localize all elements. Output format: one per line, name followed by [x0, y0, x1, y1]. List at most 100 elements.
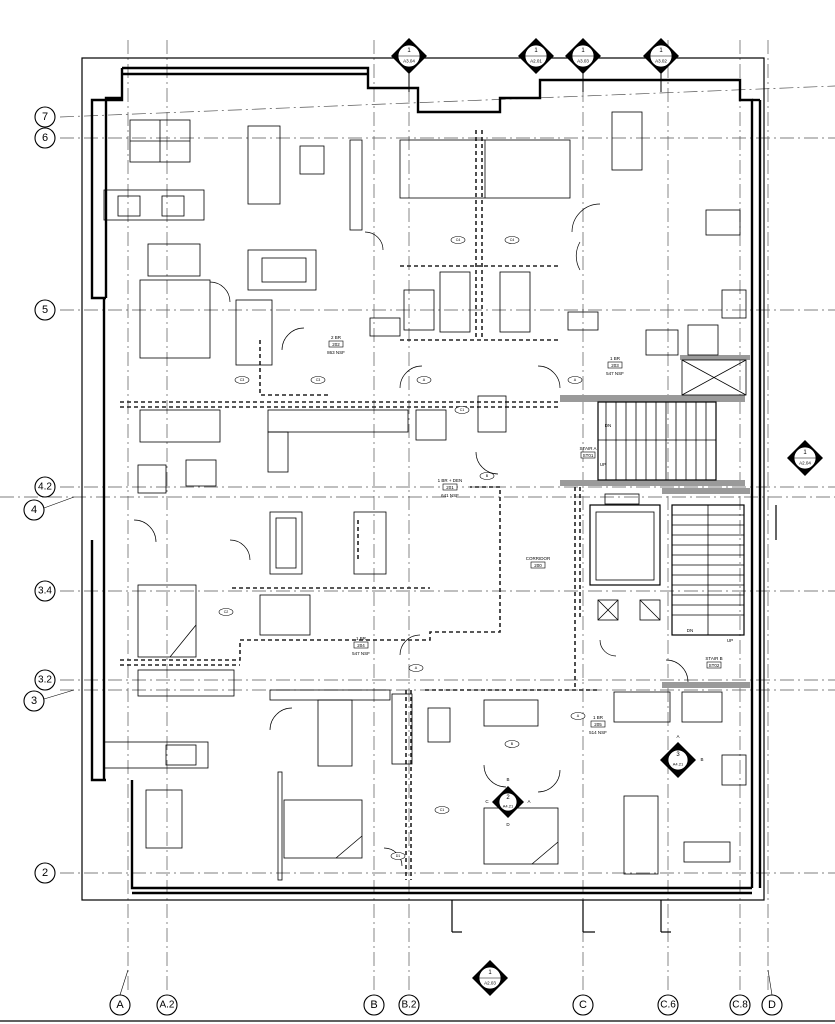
door-tag-c2: C2: [224, 610, 229, 614]
stair-b-up-label: UP: [727, 638, 733, 643]
section-a304-sheet: A3.04: [403, 59, 415, 64]
grid-row-label-3-4: 3.4: [38, 586, 52, 597]
door-tag-c3-2: C3: [316, 378, 321, 382]
room-number-stair-b: ST02: [709, 663, 720, 668]
section-marker-a203: 1 A2.03: [472, 960, 508, 996]
elevation-2-letter-d: D: [506, 822, 510, 827]
door-tag-a-4: A: [577, 714, 580, 718]
section-a203-number: 1: [488, 970, 492, 976]
elevation-3-letter-a: A: [676, 734, 679, 739]
grid-col-label-a: A: [116, 999, 124, 1011]
stair-b-dn-label: DN: [687, 628, 694, 633]
section-marker-a304: 1 A3.04: [391, 38, 427, 92]
row-grid-bubbles: 7 6 5 4.2 4 3.4 3.2 3 2: [23, 106, 75, 884]
elevator-core: [589, 493, 661, 621]
elevation-2-number: 2: [506, 795, 510, 801]
room-number-corridor: 200: [534, 563, 542, 568]
room-area-202: 863 NSF: [327, 350, 345, 355]
stair-a-up-label: UP: [600, 462, 606, 467]
grid-col-label-c: C: [579, 999, 587, 1011]
room-name-stair-a: STAIR A: [580, 446, 597, 451]
door-swings: [133, 203, 689, 867]
grid-col-label-b: B: [370, 999, 377, 1011]
section-a201-sheet: A2.01: [530, 59, 542, 64]
elevation-2-sheet: A4.21: [503, 804, 514, 809]
room-area-204: 547 NSF: [352, 651, 370, 656]
exterior-walls: [81, 57, 765, 901]
grid-row-label-4-2: 4.2: [38, 482, 52, 493]
door-tag-a-3: A: [415, 666, 418, 670]
door-tag-c3: C3: [240, 378, 245, 382]
door-tag-a: A: [423, 378, 426, 382]
room-name-203: 1 BR: [610, 356, 621, 361]
room-name-202: 2 BR: [331, 335, 342, 340]
elevation-2-letter-b: B: [506, 777, 509, 782]
elevation-3-letter-b: B: [700, 757, 703, 762]
door-tag-a-2: A: [574, 378, 577, 382]
grid-row-label-6: 6: [42, 132, 48, 144]
room-area-201: 641 NSF: [441, 493, 459, 498]
stair-a-dn-label: DN: [605, 423, 612, 428]
room-name-corridor: CORRIDOR: [526, 556, 551, 561]
section-a203-sheet: A2.03: [484, 981, 496, 986]
section-marker-a303: 1 A3.03: [565, 38, 601, 92]
grid-row-label-5: 5: [42, 304, 48, 316]
section-marker-a201: 1 A2.01: [518, 38, 554, 74]
grid-row-label-4: 4: [31, 504, 37, 516]
door-tags: A A B A A C1 C3 C3 C4 C4 C2 C1 D1 B: [218, 236, 586, 860]
section-a302-sheet: A3.02: [655, 59, 667, 64]
section-marker-a302: 1 A3.02: [643, 38, 679, 92]
room-number-203: 203: [611, 363, 619, 368]
grid-row-label-3: 3: [31, 695, 37, 707]
elevation-3-number: 3: [676, 752, 680, 758]
door-tag-b: B: [486, 474, 489, 478]
door-tag-c1-2: C1: [440, 808, 445, 812]
section-a201-number: 1: [534, 48, 538, 54]
grid-col-label-c8: C.8: [732, 1000, 748, 1011]
grid-col-label-a2: A.2: [159, 1000, 174, 1011]
section-markers: 1 A3.04 1 A2.01 1 A3.03 1 A3.02: [391, 38, 823, 996]
elevation-marker-2: 2 A4.21 B C A D: [485, 777, 530, 827]
room-area-205: 514 NSF: [589, 730, 607, 735]
room-number-202: 202: [332, 342, 340, 347]
grid-row-label-3-2: 3.2: [38, 675, 52, 686]
door-tag-d1: D1: [396, 854, 401, 858]
room-number-201: 201: [446, 485, 454, 490]
section-a303-number: 1: [581, 48, 585, 54]
elevation-3-sheet: A4.21: [673, 762, 684, 767]
room-number-205: 205: [594, 722, 602, 727]
room-name-stair-b: STAIR B: [705, 656, 722, 661]
room-name-205: 1 BR: [593, 715, 604, 720]
section-marker-a204: 1 A2.04: [787, 440, 823, 476]
room-number-204: 204: [357, 643, 365, 648]
section-a303-sheet: A3.03: [577, 59, 589, 64]
room-labels: 2 BR 202 863 NSF 1 BR 203 547 NSF 1 BR +…: [327, 335, 733, 735]
elevation-2-letter-a: A: [527, 799, 530, 804]
interior-fixtures: [103, 111, 747, 881]
section-a204-sheet: A2.04: [799, 461, 811, 466]
room-name-201: 1 BR + DEN: [438, 478, 463, 483]
stair-b: [662, 488, 750, 688]
section-a204-number: 1: [803, 450, 807, 456]
elevation-2-letter-c: C: [485, 799, 489, 804]
room-name-204: 1 BR: [356, 636, 367, 641]
grid-col-label-d: D: [768, 999, 776, 1011]
grid-col-label-c6: C.6: [660, 1000, 676, 1011]
grid-row-label-7: 7: [42, 111, 48, 123]
corridor-walls: [120, 130, 600, 880]
interior-elevation-markers: 2 A4.21 B C A D 3 A4.21 A B: [485, 734, 703, 827]
section-a302-number: 1: [659, 48, 663, 54]
column-grid-bubbles: A A.2 B B.2 C C.6 C.8 D: [109, 969, 783, 1016]
door-tag-c4: C4: [456, 238, 461, 242]
section-a304-number: 1: [407, 48, 411, 54]
door-tag-c4-2: C4: [510, 238, 515, 242]
elevation-marker-3: 3 A4.21 A B: [660, 734, 704, 778]
door-tag-c1: C1: [460, 408, 465, 412]
grid-row-label-2: 2: [42, 867, 48, 879]
room-number-stair-a: ST01: [583, 453, 594, 458]
grid-col-label-b2: B.2: [401, 1000, 416, 1011]
room-area-203: 547 NSF: [606, 371, 624, 376]
stair-a: [560, 355, 750, 486]
door-tag-b-2: B: [511, 742, 514, 746]
